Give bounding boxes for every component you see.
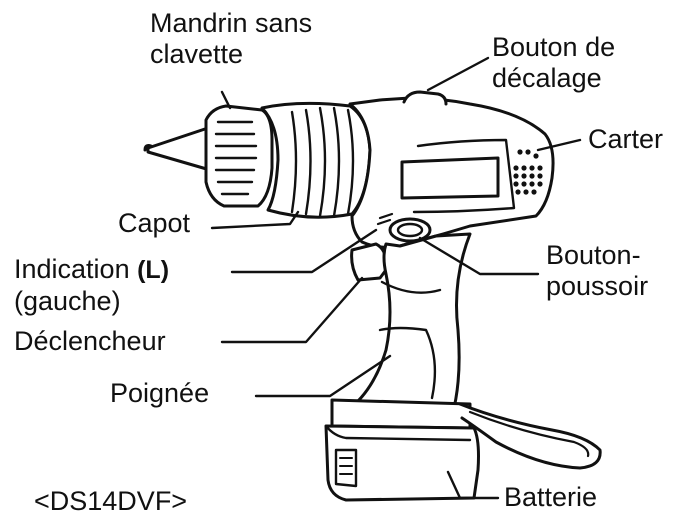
battery-latch (336, 450, 356, 486)
label-mandrin-line-2: clavette (150, 39, 312, 70)
label-carter: Carter (588, 124, 663, 155)
label-bouton-poussoir-line-2: poussoir (546, 271, 648, 302)
label-mandrin-sans-clavette: Mandrin sans clavette (150, 8, 312, 70)
label-indication-gauche: Indication (L) (gauche) (14, 254, 169, 317)
battery-top (332, 400, 470, 428)
leader-bouton-decalage (428, 58, 488, 90)
label-indication-line-1: Indication (L) (14, 254, 169, 286)
chuck-tip (148, 128, 210, 170)
label-declencheur: Déclencheur (14, 326, 166, 357)
label-batterie: Batterie (504, 482, 597, 513)
label-bouton-poussoir: Bouton- poussoir (546, 240, 648, 302)
label-bouton-decalage-line-1: Bouton de (492, 32, 615, 63)
direction-l-icon: (L) (137, 256, 169, 284)
label-bouton-poussoir-line-1: Bouton- (546, 240, 648, 271)
chuck-grip-ribs (216, 122, 256, 194)
push-button (390, 219, 430, 241)
label-bouton-de-decalage: Bouton de décalage (492, 32, 615, 94)
label-capot: Capot (118, 208, 190, 239)
trigger (352, 244, 387, 280)
label-mandrin-line-1: Mandrin sans (150, 8, 312, 39)
label-indication-line-2: (gauche) (14, 286, 169, 317)
label-poignee: Poignée (110, 378, 209, 409)
label-plate (402, 158, 498, 198)
label-bouton-decalage-line-2: décalage (492, 63, 615, 94)
label-model: <DS14DVF> (34, 486, 187, 517)
label-indication-text: Indication (14, 254, 130, 284)
leader-declencheur (222, 278, 362, 342)
wrist-strap (460, 404, 600, 468)
shift-knob (404, 92, 446, 104)
